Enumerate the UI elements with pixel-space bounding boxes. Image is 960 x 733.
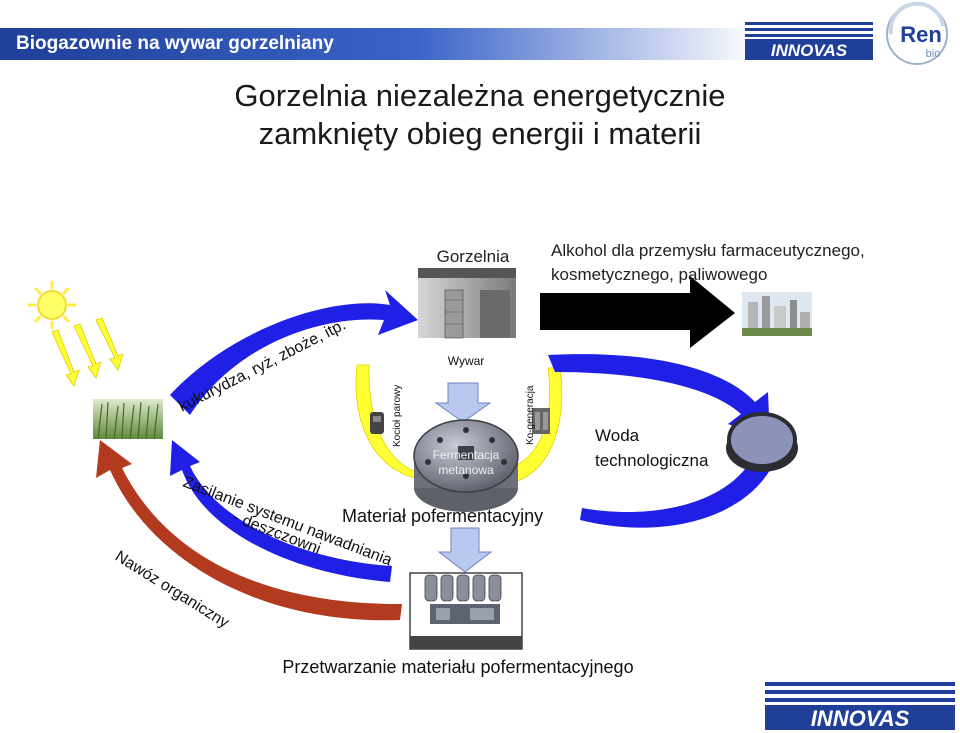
arrow-alcohol-output	[540, 276, 735, 348]
innovas-logo-bottom: INNOVAS	[765, 682, 955, 730]
fermentation-tank-image	[413, 419, 519, 512]
digestate-processing-machine-image	[409, 572, 523, 650]
process-water-tank-image	[726, 412, 798, 472]
arrow-crops-to-gorzelnia	[170, 290, 418, 415]
title-line-2: zamknięty obieg energii i materii	[258, 116, 702, 151]
label-digestate-processing: Przetwarzanie materiału pofermentacyjneg…	[282, 657, 633, 677]
label-alcohol-line-2: kosmetycznego, paliwowego	[551, 265, 767, 284]
distillery-building-image	[418, 268, 516, 339]
arrow-digestate-down	[437, 527, 493, 573]
title-line-1: Gorzelnia niezależna energetycznie	[234, 78, 726, 113]
renbio-logo-text: Ren	[900, 22, 942, 47]
sun-icon	[27, 280, 77, 330]
label-cogeneration: Ko-generacja	[525, 385, 536, 445]
header-title: Biogazownie na wywar gorzelniany	[16, 33, 334, 54]
arrow-stillage-down	[434, 382, 492, 423]
crop-field-image	[93, 399, 163, 440]
header-bar	[0, 28, 760, 60]
label-digestate: Materiał pofermentacyjny	[342, 506, 543, 526]
sunbeam-arrows	[51, 317, 124, 387]
label-fertilizer: Nawóz organiczny	[112, 548, 232, 632]
label-fermentation-line-2: metanowa	[438, 463, 494, 477]
chemical-plant-image	[742, 292, 812, 336]
steam-boiler-icon	[370, 412, 384, 434]
label-alcohol-line-1: Alkohol dla przemysłu farmaceutycznego,	[551, 241, 865, 260]
label-water-line-1: Woda	[595, 426, 640, 445]
arrow-irrigation-supply	[170, 440, 392, 582]
arrow-organic-fertilizer	[96, 440, 402, 621]
renbio-logo-sub: bio	[926, 48, 941, 60]
label-fermentation-line-1: Fermentacja	[433, 448, 500, 462]
innovas-logo-text: INNOVAS	[771, 41, 848, 60]
arrow-water-return	[580, 465, 770, 528]
label-water-line-2: technologiczna	[595, 451, 709, 470]
innovas-logo-bottom-text: INNOVAS	[811, 706, 910, 730]
label-gorzelnia: Gorzelnia	[437, 247, 510, 266]
innovas-logo-top: INNOVAS	[745, 18, 873, 60]
cogeneration-unit-icon	[532, 408, 550, 434]
arrow-process-water	[548, 354, 770, 440]
label-stillage: Wywar	[448, 354, 485, 368]
renbio-logo: Ren bio	[886, 2, 948, 65]
label-steam-boiler: Kocioł parowy	[392, 385, 403, 447]
